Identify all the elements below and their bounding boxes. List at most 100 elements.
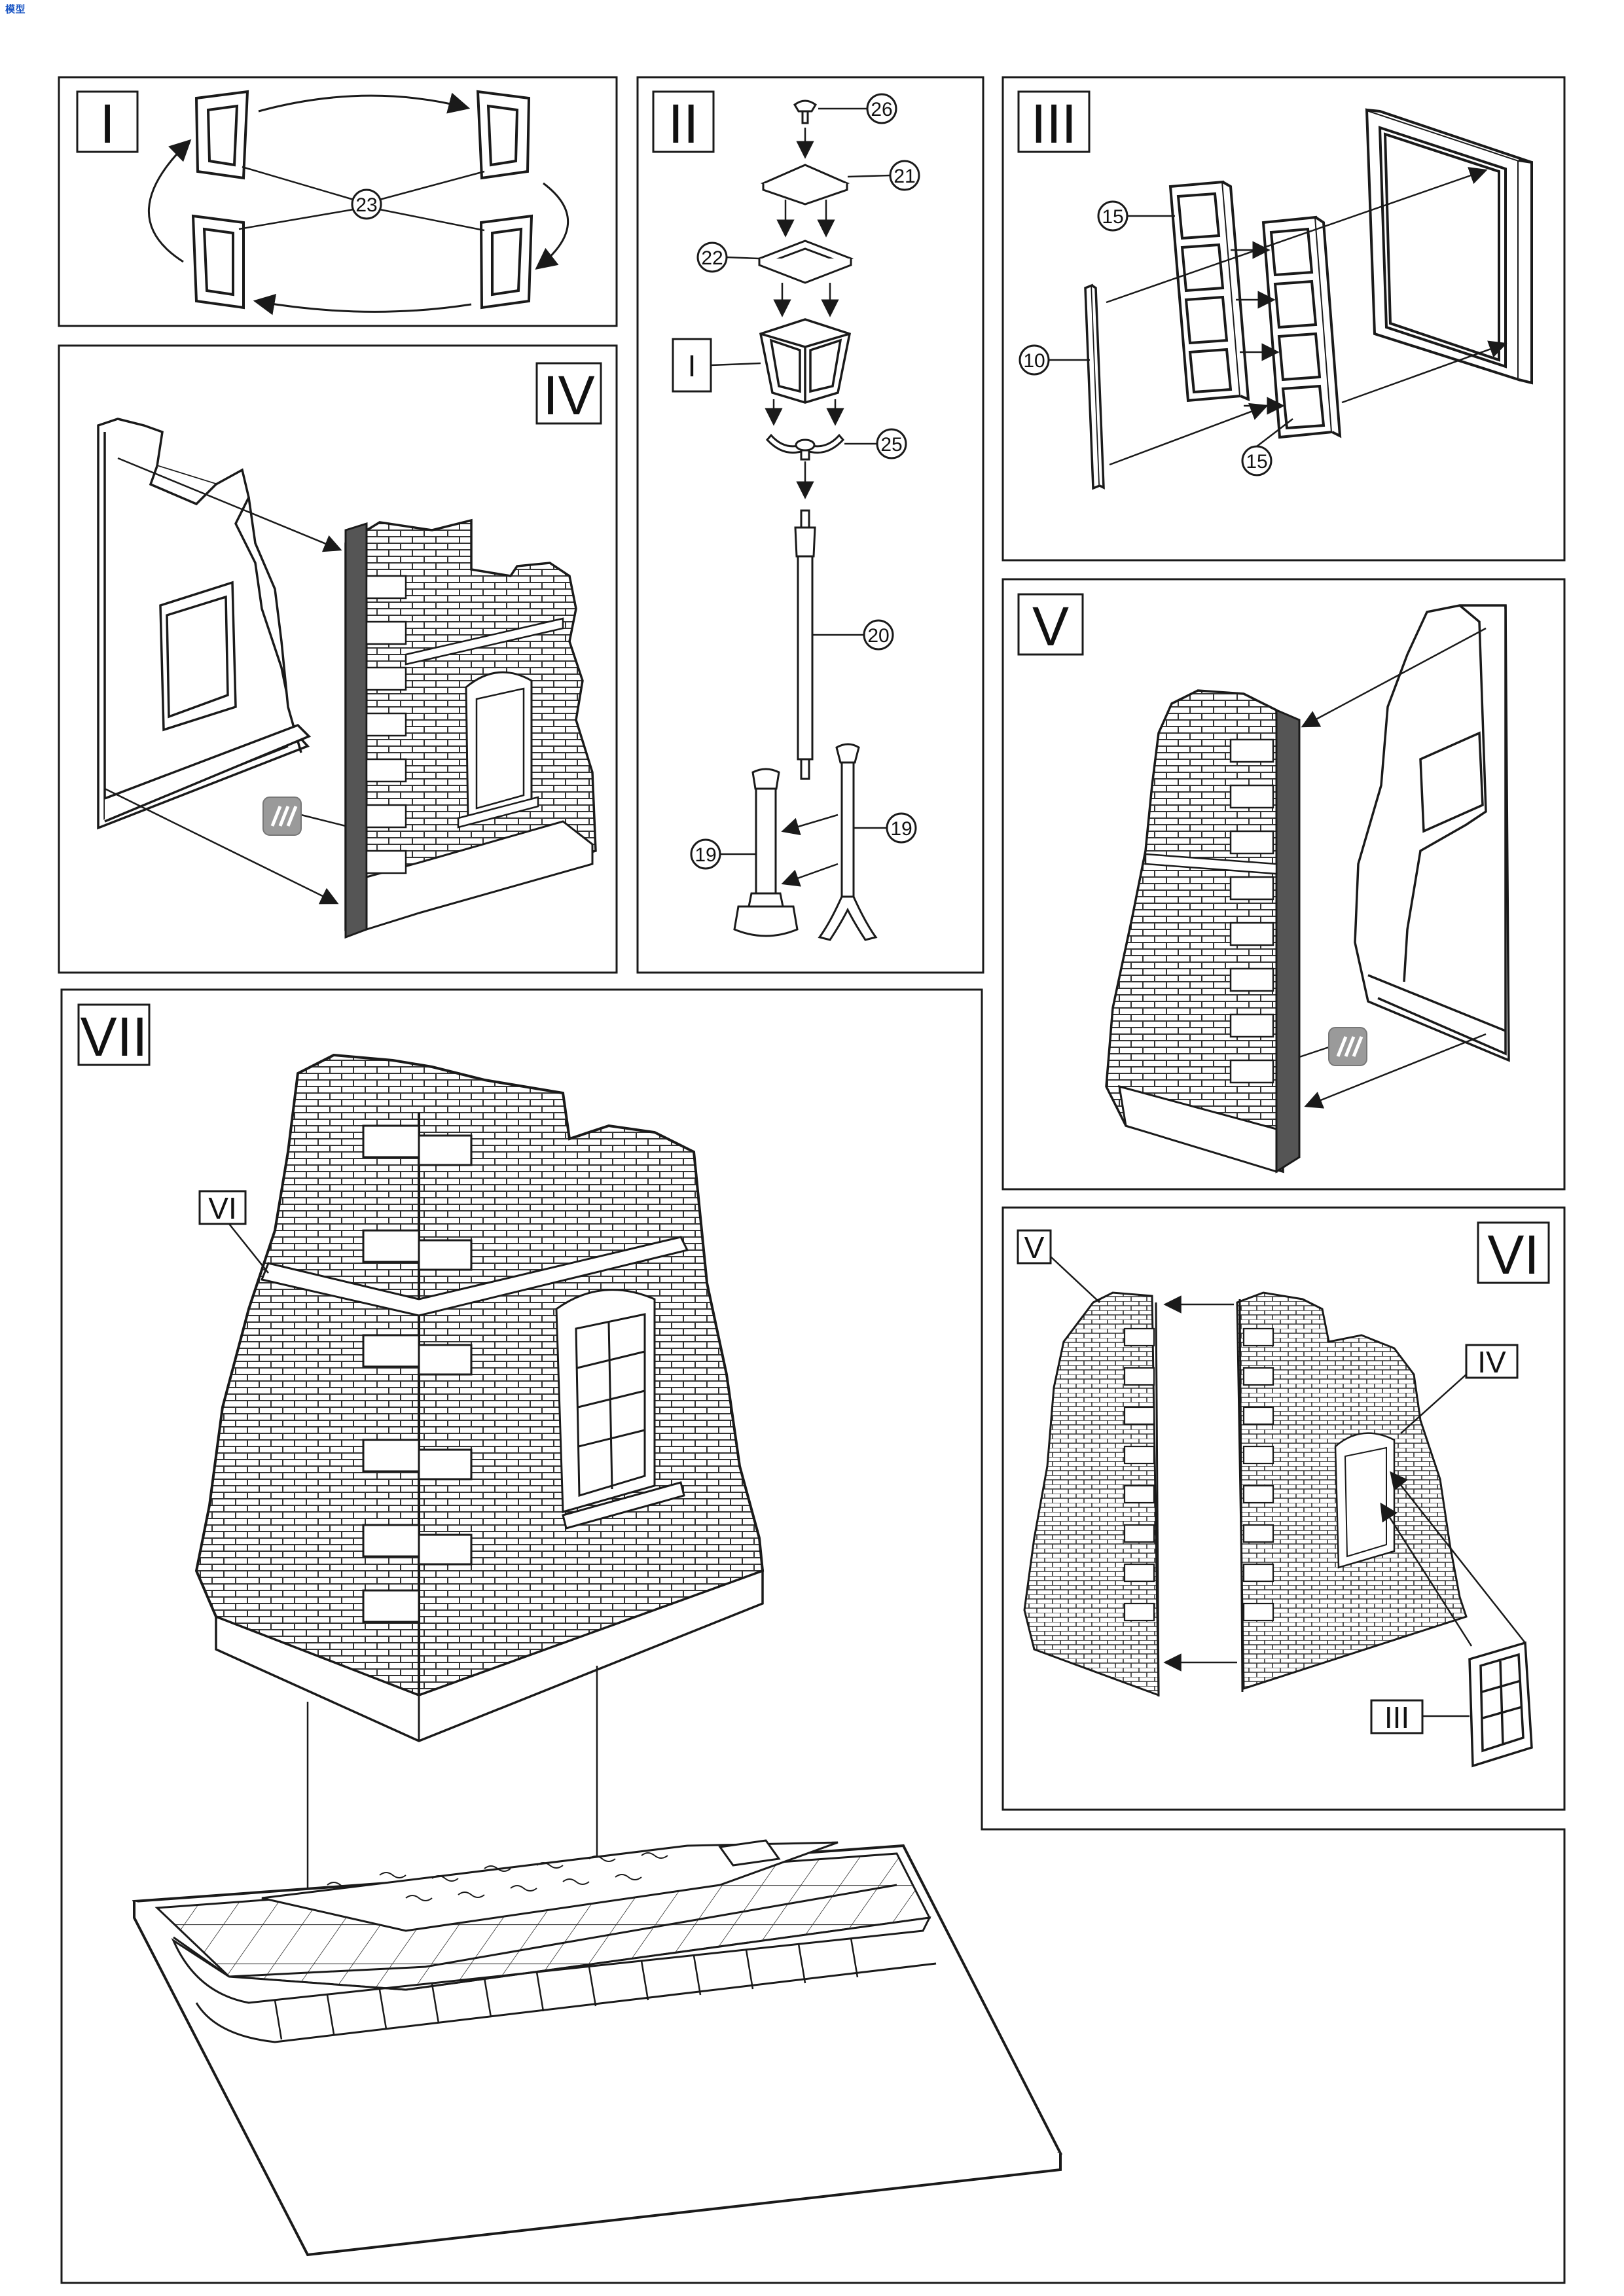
part-callout-22 <box>696 242 728 273</box>
arrow-19-join-b <box>781 863 839 887</box>
leader-ref-IV <box>1400 1374 1467 1434</box>
leader-22 <box>726 256 760 260</box>
panel-V: V <box>1001 578 1566 1191</box>
panel-I-label-box <box>76 90 139 153</box>
panel-II-frame <box>636 76 984 974</box>
part-callout-26 <box>866 93 897 124</box>
sub-assembly-I-ref: I <box>688 349 696 383</box>
diorama-base <box>132 1839 1063 2257</box>
part-number-20: 20 <box>867 625 889 647</box>
part-number-22: 22 <box>701 247 723 269</box>
cycle-arrow-top <box>258 92 471 114</box>
panel-VII-label: VII <box>81 1006 148 1067</box>
panel-I-label: I <box>99 93 115 154</box>
part-number-15-b: 15 <box>1246 451 1267 473</box>
glue-icon <box>262 797 302 836</box>
arrow-III-bottom-frame <box>1341 340 1507 404</box>
panel-V-frame <box>1001 578 1566 1191</box>
panel-IV-frame <box>58 344 618 974</box>
window-frame-23-d <box>479 214 533 310</box>
window-frame-23-b <box>476 90 531 180</box>
part-callout-20 <box>863 619 894 651</box>
panel-II-label-box <box>652 90 715 153</box>
panel-VI-label: VI <box>1487 1224 1539 1285</box>
sub-assembly-I-box <box>672 338 712 393</box>
part-number-26: 26 <box>871 99 892 120</box>
part-callout-15-a <box>1097 200 1128 232</box>
arrow-V-top <box>1301 627 1487 728</box>
ref-IV-box <box>1465 1344 1519 1379</box>
leader-15-b <box>1256 418 1293 447</box>
panel-VI-label-box <box>1477 1221 1550 1284</box>
ref-IV-label: IV <box>1477 1345 1506 1379</box>
leader-21 <box>847 174 891 178</box>
panel-II: II 26 21 22 <box>636 76 984 974</box>
part-number-19-a: 19 <box>695 844 716 866</box>
lamp-base-half-b <box>818 743 878 941</box>
leader-I <box>710 362 761 367</box>
part-number-21: 21 <box>893 166 915 187</box>
window-strip-10 <box>1084 283 1105 490</box>
part-callout-23 <box>351 188 382 220</box>
arrow-IV-bottom <box>104 787 339 905</box>
corner-wall-VI-left <box>1023 1291 1160 1697</box>
arrow-window-III-b <box>1390 1471 1526 1643</box>
panel-III-label-box <box>1017 90 1091 153</box>
panel-VII: VII <box>60 988 1566 2284</box>
panel-V-label: V <box>1032 596 1069 657</box>
lantern-frame-part <box>756 240 854 284</box>
panel-III-label: III <box>1031 93 1077 154</box>
arrow-19-join-a <box>781 814 839 836</box>
arrow-III-bottom-strip <box>1109 403 1269 466</box>
corner-logo: 模型 <box>5 4 26 14</box>
window-outer-frame <box>1365 108 1533 385</box>
window-frame-23-a <box>194 90 249 180</box>
panel-III-frame <box>1001 76 1566 562</box>
part-number-15-a: 15 <box>1102 206 1123 228</box>
part-number-23: 23 <box>355 194 377 216</box>
facade-wall-VI-right <box>1236 1291 1468 1693</box>
lamp-post-part <box>794 509 816 780</box>
panel-VI: VI <box>1001 1206 1566 1811</box>
arrow-IV-top <box>117 457 342 552</box>
inner-wall-piece-IV <box>97 418 312 830</box>
corner-logo-text: 模型 <box>5 3 26 15</box>
window-III-part <box>1468 1641 1533 1768</box>
lantern-body <box>759 318 852 404</box>
part-callout-25 <box>876 428 907 459</box>
part-callout-10 <box>1019 344 1050 376</box>
finial-part <box>793 99 817 124</box>
lamp-base-half-a <box>733 768 799 937</box>
leader-ref-VI <box>228 1223 269 1274</box>
part-callout-19-a <box>690 838 721 870</box>
corner-wall-V <box>1105 689 1301 1174</box>
panel-IV: IV <box>58 344 618 974</box>
part-number-25: 25 <box>880 434 902 456</box>
part-callout-19-b <box>886 812 917 844</box>
arrow-window-III-a <box>1380 1502 1473 1647</box>
window-sash-15-back <box>1168 180 1250 403</box>
part-number-19-b: 19 <box>890 818 912 840</box>
cycle-arrow-left <box>147 139 192 263</box>
assembled-ruin-building <box>194 1053 765 1742</box>
leader-glue-V <box>1299 1046 1329 1058</box>
inner-wall-piece-V <box>1354 604 1510 1062</box>
cycle-arrow-bottom <box>253 293 472 315</box>
panel-VI-frame <box>1001 1206 1566 1811</box>
glue-icon <box>1328 1027 1367 1066</box>
arrow-III-top <box>1106 167 1488 304</box>
facade-wall-IV <box>344 518 597 939</box>
panel-III: III <box>1001 76 1566 562</box>
panel-I-frame <box>58 76 618 327</box>
panel-IV-label: IV <box>543 365 594 426</box>
ref-VI-box <box>198 1190 247 1225</box>
panel-VII-label-box <box>77 1003 151 1066</box>
part-number-10: 10 <box>1023 350 1045 372</box>
panel-IV-label-box <box>535 362 602 425</box>
part-callout-21 <box>889 160 920 191</box>
arrow-V-bottom <box>1304 1033 1487 1109</box>
lantern-bracket-part <box>765 433 845 461</box>
panel-I: I 23 <box>58 76 618 327</box>
leader-lines-23 <box>238 166 485 232</box>
